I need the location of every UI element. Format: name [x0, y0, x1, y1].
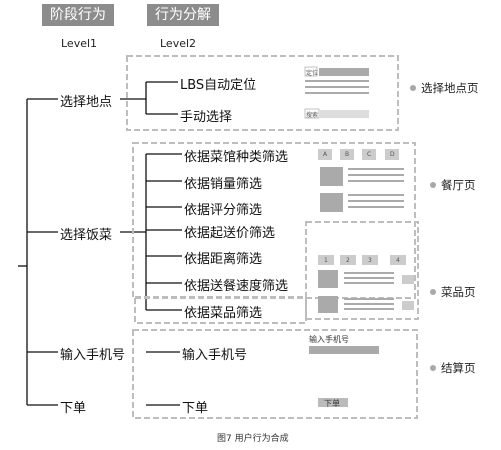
level2-item-order: 下单 — [182, 401, 209, 416]
header-behavior-decompose: 行为分解 — [147, 4, 219, 26]
level1-item-order: 下单 — [60, 401, 87, 416]
mock-search-label: 搜索 — [306, 112, 319, 119]
page-label-restaurant: 餐厅页 — [441, 178, 476, 192]
mock-tab-2: 2 — [346, 257, 350, 264]
level2-item-filter-rating: 依据评分筛选 — [184, 203, 263, 218]
level2-item-filter-min-price: 依据起送价筛选 — [184, 226, 276, 241]
header-stage-behavior: 阶段行为 — [42, 4, 114, 26]
level1-item-phone: 输入手机号 — [60, 348, 126, 363]
page-dot-restaurant — [430, 182, 436, 188]
mock-tab-c: C — [367, 151, 372, 158]
page-dot-dish — [430, 289, 436, 295]
page-label-dish: 菜品页 — [441, 285, 476, 299]
page-dot-checkout — [430, 365, 436, 371]
level2-item-phone: 输入手机号 — [182, 348, 248, 363]
level2-item-filter-sales: 依据销量筛选 — [184, 177, 263, 192]
mock-tab-d: D — [390, 151, 395, 158]
page-label-location: 选择地点页 — [421, 81, 479, 95]
mock-phone-label: 输入手机号 — [309, 335, 349, 344]
page-label-checkout: 结算页 — [441, 361, 476, 375]
level2-label: Level2 — [160, 37, 197, 50]
level1-label: Level1 — [61, 37, 98, 50]
mock-tab-a: A — [323, 151, 328, 158]
level1-item-dishes: 选择饭菜 — [60, 228, 113, 243]
mock-order-button: 下单 — [324, 399, 340, 408]
mock-tab-1: 1 — [324, 257, 328, 264]
mock-location-label: 定位 — [306, 70, 319, 77]
mock-tab-4: 4 — [396, 257, 400, 264]
level2-item-lbs: LBS自动定位 — [180, 78, 257, 93]
page-dot-location — [410, 85, 416, 91]
level2-item-filter-speed: 依据送餐速度筛选 — [184, 279, 289, 294]
mock-tab-b: B — [345, 151, 350, 158]
level2-item-filter-dish: 依据菜品筛选 — [184, 306, 263, 321]
mock-tab-3: 3 — [368, 257, 372, 264]
level2-item-filter-category: 依据菜馆种类筛选 — [184, 150, 289, 165]
figure-caption: 图7 用户行为合成 — [217, 434, 289, 444]
level2-item-filter-distance: 依据距离筛选 — [184, 252, 263, 267]
level1-item-location: 选择地点 — [60, 95, 113, 110]
level2-item-manual: 手动选择 — [180, 110, 233, 125]
